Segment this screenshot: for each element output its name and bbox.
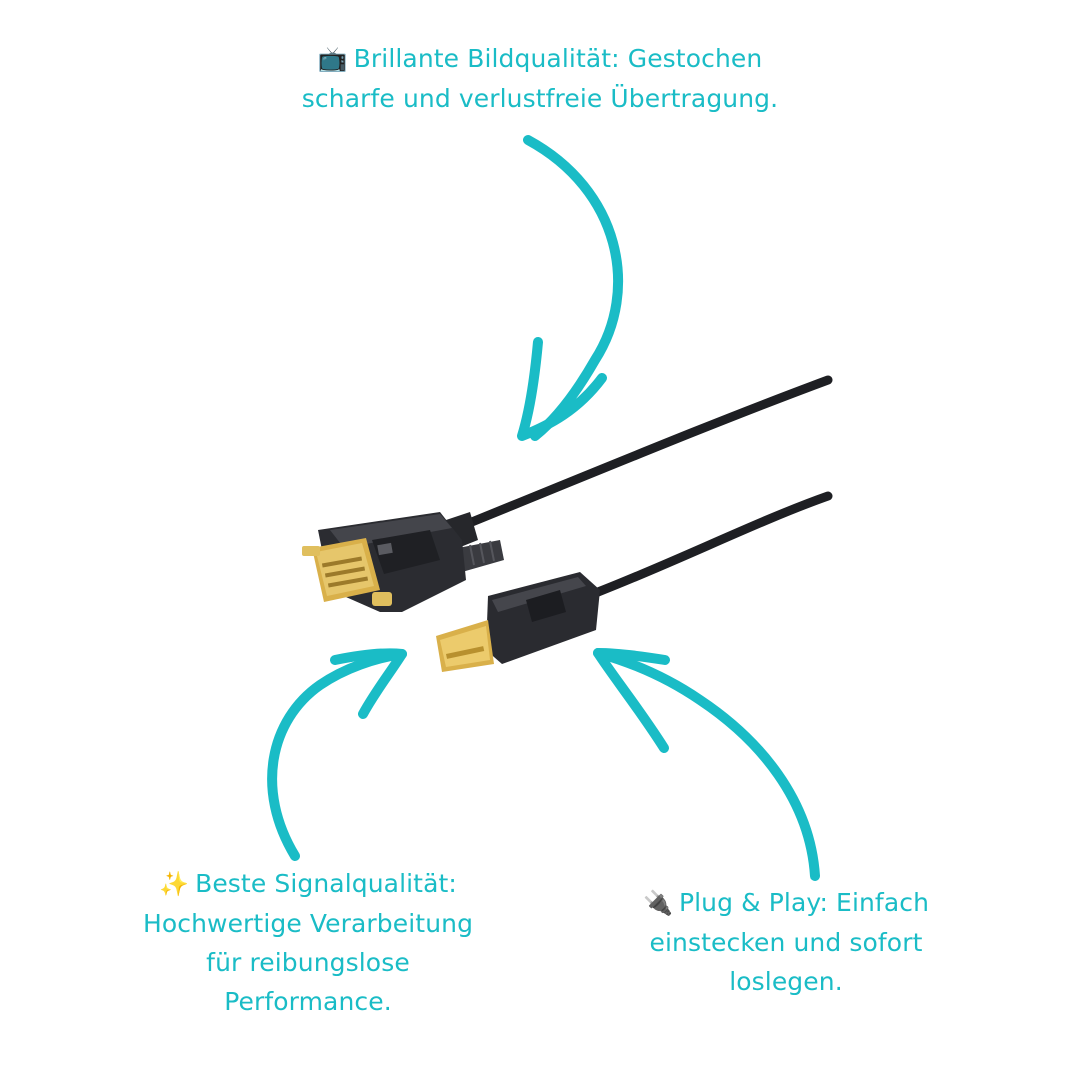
callout-right-line-3: loslegen. <box>729 967 843 996</box>
callout-top-line-1: 📺Brillante Bildqualität: Gestochen <box>317 44 763 73</box>
arrow-left <box>267 649 407 861</box>
arrow-top-head <box>517 337 607 441</box>
arrow-right <box>593 648 820 881</box>
callout-right-line-1: 🔌Plug & Play: Einfach <box>642 888 930 917</box>
callout-signal-quality: ✨Beste Signalqualität: Hochwertige Verar… <box>108 864 508 1021</box>
callout-right-line-2: einstecken und sofort <box>649 928 923 957</box>
callout-plug-and-play: 🔌Plug & Play: Einfach einstecken und sof… <box>586 883 986 1001</box>
electric-plug-icon: 🔌 <box>642 889 673 917</box>
arrow-right-head <box>593 648 670 753</box>
callout-left-line-4: Performance. <box>224 987 392 1016</box>
arrow-top <box>523 135 624 441</box>
television-icon: 📺 <box>317 45 348 73</box>
callout-image-quality: 📺Brillante Bildqualität: Gestochen schar… <box>240 39 840 118</box>
callout-left-line-2: Hochwertige Verarbeitung <box>142 909 474 938</box>
sparkles-icon: ✨ <box>159 870 190 898</box>
displayport-connector <box>436 572 600 672</box>
dvi-connector <box>302 512 466 612</box>
displayport-cable <box>593 491 833 597</box>
arrow-left-head <box>330 648 407 719</box>
callout-left-line-1: ✨Beste Signalqualität: <box>159 869 457 898</box>
callout-left-line-3: für reibungslose <box>206 948 410 977</box>
dvi-cable <box>457 375 833 531</box>
callout-top-line-2: scharfe und verlustfreie Übertragung. <box>301 84 779 113</box>
